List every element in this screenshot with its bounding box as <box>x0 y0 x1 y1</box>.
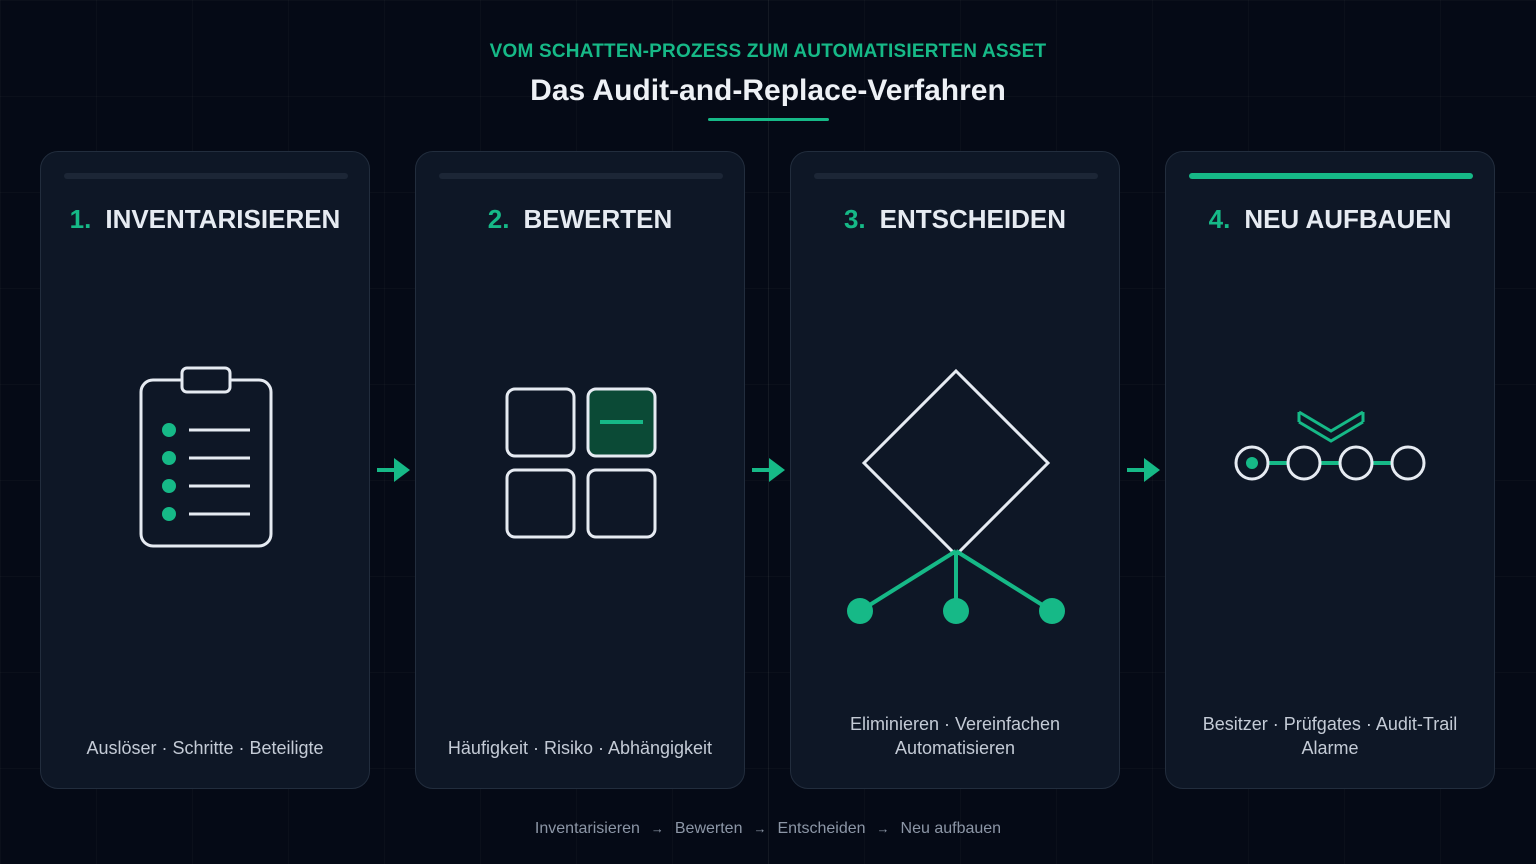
step-description-line: Automatisieren <box>894 738 1016 758</box>
step-description-line: Alarme <box>1301 738 1359 758</box>
footer-item: Neu aufbauen <box>900 820 1002 837</box>
eyebrow-label: VOM SCHATTEN-PROZESS ZUM AUTOMATISIERTEN… <box>489 41 1047 62</box>
pipeline-stages-icon <box>1234 410 1426 481</box>
decision-diamond-icon <box>847 368 1065 624</box>
arrow-right-icon <box>377 458 410 482</box>
step-description: Häufigkeit · Risiko · Abhängigkeit <box>426 736 734 760</box>
step-title: 1. INVENTARISIEREN <box>41 204 369 235</box>
step-number: 2. <box>487 204 510 234</box>
footer-item: Bewerten <box>674 820 743 837</box>
footer-separator: → <box>876 821 890 836</box>
footer-flow: Inventarisieren → Bewerten → Entscheiden → Neu… <box>0 820 1536 838</box>
footer-item: Inventarisieren <box>534 820 640 837</box>
page-title: Das Audit-and-Replace-Verfahren <box>530 74 1006 107</box>
step-card-neu-aufbauen: 4. NEU AUFBAUEN Besitzer · Prüfgates · Au… <box>1165 151 1495 789</box>
step-card-inventarisieren: 1. INVENTARISIEREN Auslöser · Schritte · … <box>40 151 370 789</box>
step-card-bewerten: 2. BEWERTEN Häufigkeit · Risiko · Abhängi… <box>415 151 745 789</box>
footer-separator: → <box>753 821 767 836</box>
step-progress-bar <box>439 173 723 179</box>
arrow-right-icon <box>752 458 785 482</box>
footer-item: Entscheiden <box>777 820 866 837</box>
step-description: Besitzer · Prüfgates · Audit-Trail Alarm… <box>1176 712 1484 760</box>
arrow-right-icon <box>1127 458 1160 482</box>
step-title-label: BEWERTEN <box>523 204 673 234</box>
step-description-line: Besitzer · Prüfgates · Audit-Trail <box>1202 714 1458 734</box>
step-title: 4. NEU AUFBAUEN <box>1166 204 1494 235</box>
step-description: Auslöser · Schritte · Beteiligte <box>51 736 359 760</box>
title-underline <box>708 118 829 121</box>
step-number: 3. <box>843 204 866 234</box>
step-title-label: NEU AUFBAUEN <box>1244 204 1452 234</box>
step-progress-bar <box>1189 173 1473 179</box>
background-center-guide <box>768 0 769 864</box>
step-progress-bar <box>814 173 1098 179</box>
step-number: 4. <box>1208 204 1231 234</box>
step-description-line: Häufigkeit · Risiko · Abhängigkeit <box>447 738 713 758</box>
grid-matrix-icon <box>505 387 657 539</box>
step-progress-bar <box>64 173 348 179</box>
clipboard-checklist-icon <box>139 366 273 548</box>
step-title: 3. ENTSCHEIDEN <box>791 204 1119 235</box>
step-number: 1. <box>69 204 92 234</box>
step-title: 2. BEWERTEN <box>416 204 744 235</box>
step-description-line: Eliminieren · Vereinfachen <box>849 714 1061 734</box>
step-title-label: ENTSCHEIDEN <box>879 204 1067 234</box>
footer-separator: → <box>650 821 664 836</box>
step-card-entscheiden: 3. ENTSCHEIDEN Eliminieren · Vereinfachen… <box>790 151 1120 789</box>
step-description-line: Auslöser · Schritte · Beteiligte <box>86 738 324 758</box>
step-description: Eliminieren · Vereinfachen Automatisiere… <box>801 712 1109 760</box>
step-title-label: INVENTARISIEREN <box>105 204 341 234</box>
